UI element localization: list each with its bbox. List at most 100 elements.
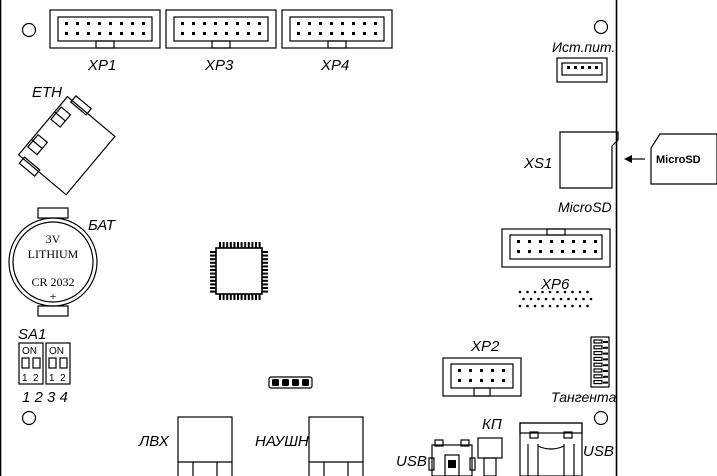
chip-pin — [210, 261, 216, 264]
header-pin — [192, 22, 195, 25]
chip-pin — [210, 265, 216, 268]
header-pin — [109, 32, 112, 35]
chip-pin — [247, 294, 250, 300]
header-pin — [214, 32, 217, 35]
header-pin — [330, 22, 333, 25]
header-pin — [98, 32, 101, 35]
chip-pin — [219, 242, 221, 248]
pad-dot — [563, 304, 567, 308]
battery-voltage: 3V — [46, 232, 61, 246]
chip-pin — [233, 294, 236, 300]
label-xp1: XP1 — [87, 57, 116, 74]
header-pin — [247, 32, 250, 35]
power-connector — [556, 57, 608, 83]
chip-pin — [244, 294, 247, 300]
battery-model: CR 2032 — [31, 275, 74, 289]
chip-pin — [229, 294, 232, 300]
pad-dot — [574, 297, 578, 301]
header-pin — [561, 250, 564, 253]
header-pin — [480, 379, 483, 382]
chip-pin — [251, 242, 254, 248]
chip-pin — [237, 242, 239, 248]
header-pin — [258, 22, 261, 25]
header-pin — [594, 240, 597, 243]
pad-dot — [582, 297, 585, 301]
label-xp4: XP4 — [320, 57, 349, 74]
chip-pin — [210, 269, 216, 271]
battery-holder — [8, 207, 98, 317]
chip-pin — [210, 254, 216, 257]
label-xp6: XP6 — [540, 276, 570, 293]
label-xs1: XS1 — [523, 155, 552, 172]
header-pin — [491, 379, 494, 382]
label-sa1: SA1 — [18, 326, 46, 343]
chip-pin — [262, 290, 268, 293]
dip-switch-2-on-label: ON — [49, 346, 64, 357]
tangenta-pin — [593, 356, 603, 361]
chip-pin — [237, 294, 239, 300]
chip-pin — [262, 261, 268, 264]
header-pin — [539, 250, 542, 253]
chip-pin — [262, 258, 268, 261]
label-tangenta: Тангента — [551, 389, 616, 405]
header-pin — [297, 22, 300, 25]
label-usb-mini: USB — [396, 453, 427, 470]
four-pad-connector — [268, 376, 313, 389]
header-pin — [258, 32, 261, 35]
header-pin — [458, 369, 461, 372]
header-pin — [469, 379, 472, 382]
chip-pin — [251, 294, 254, 300]
chip-pin — [262, 283, 268, 286]
header-pin — [214, 22, 217, 25]
pad-dot — [548, 304, 552, 308]
chip-pin — [210, 287, 216, 289]
header-pin — [550, 240, 553, 243]
microcontroller-chip — [210, 242, 268, 300]
chip-pin — [262, 254, 268, 257]
button-kp — [477, 437, 503, 476]
pad-dot — [526, 290, 529, 294]
header-pin — [517, 240, 520, 243]
chip-pin — [262, 279, 268, 282]
header-pin — [502, 369, 505, 372]
label-kp: КП — [482, 416, 502, 433]
mounting-hole-bottom-right — [593, 410, 609, 426]
header-pin — [98, 22, 101, 25]
header-pin — [480, 369, 483, 372]
dip-switch-1-pos-2: 2 — [33, 373, 39, 384]
chip-pin — [210, 272, 216, 275]
pad-dot — [537, 297, 540, 301]
pad-dot — [589, 297, 593, 301]
header-pin — [583, 240, 586, 243]
chip-pin — [258, 242, 261, 248]
label-naushn: НАУШН — [255, 433, 309, 450]
chip-pin — [255, 242, 257, 248]
tangenta-pin-lead — [603, 358, 608, 361]
dip-switch-1-pos-1: 1 — [22, 373, 28, 384]
microsd-card — [650, 133, 717, 185]
header-pin — [352, 32, 355, 35]
tangenta-pin — [593, 362, 603, 367]
pad-dot — [552, 297, 555, 301]
header-pin — [502, 379, 505, 382]
chip-pin — [210, 290, 216, 293]
connector-xp6 — [501, 228, 611, 268]
header-pin — [76, 32, 79, 35]
header-pin — [319, 32, 322, 35]
pad-dot — [529, 297, 533, 301]
connector-xp2 — [442, 357, 522, 397]
battery-polarity: + — [50, 289, 57, 303]
tangenta-pin-lead — [603, 381, 608, 384]
header-pin — [572, 250, 575, 253]
dip-switch-1-on-label: ON — [22, 346, 37, 357]
chip-pin — [210, 258, 216, 261]
label-microsd-slot: MicroSD — [558, 199, 612, 215]
pad-dot — [541, 290, 544, 294]
header-pin — [528, 250, 531, 253]
pad-dot — [563, 290, 567, 294]
ethernet-connector — [17, 95, 116, 196]
chip-pin — [226, 294, 229, 300]
pad-dot — [556, 304, 559, 308]
chip-pin — [262, 272, 268, 275]
